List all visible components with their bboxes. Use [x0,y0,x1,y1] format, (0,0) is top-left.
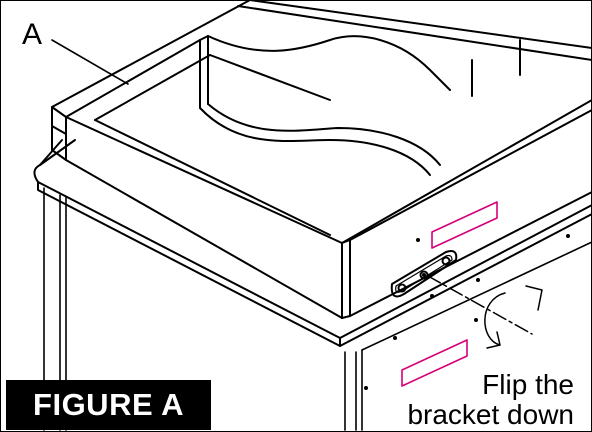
drawer-a [51,0,592,319]
drawer-divider [199,0,592,176]
instruction-text: Flip the bracket down [407,370,574,430]
flip-rotation-arrow [427,275,543,349]
instruction-line-1: Flip the [482,369,574,400]
part-label-a: A [22,18,43,51]
part-a-leader-line [51,39,129,85]
cabinet-front-panel [344,241,592,431]
instruction-line-2: bracket down [407,399,574,430]
figure-label: FIGURE A [6,380,211,430]
countertop [33,139,592,347]
screw-holes [364,234,570,390]
bracket [390,250,458,298]
highlight-rectangles [401,201,498,387]
